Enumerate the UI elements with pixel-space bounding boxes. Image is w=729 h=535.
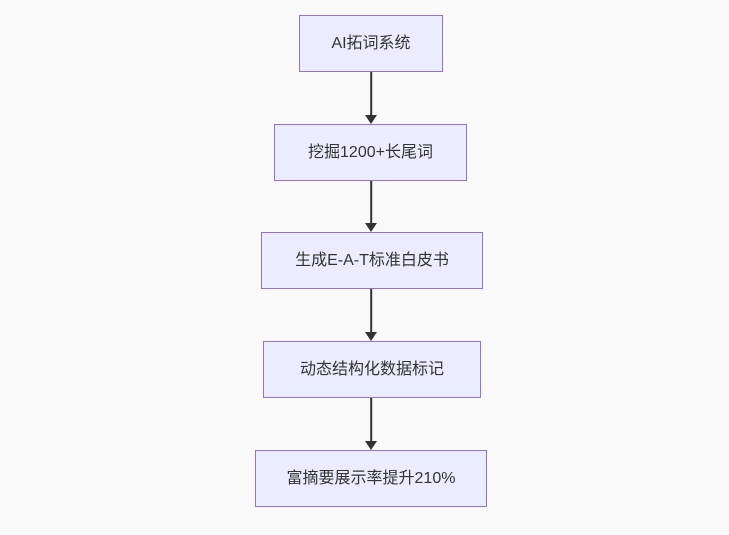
edge-arrow-3 <box>364 289 378 341</box>
arrow-down-icon <box>365 115 377 124</box>
edge-line <box>370 72 372 117</box>
node-label: 动态结构化数据标记 <box>299 360 444 378</box>
arrow-down-icon <box>365 332 377 341</box>
flow-node-longtail-mining: 挖掘1200+长尾词 <box>274 124 467 181</box>
flow-node-structured-data-markup: 动态结构化数据标记 <box>263 341 481 398</box>
edge-line <box>370 289 372 334</box>
edge-arrow-1 <box>364 72 378 124</box>
flow-node-eat-whitepaper: 生成E-A-T标准白皮书 <box>261 232 483 289</box>
flow-node-rich-snippet-result: 富摘要展示率提升210% <box>255 450 487 507</box>
node-label: 挖掘1200+长尾词 <box>308 143 433 161</box>
arrow-down-icon <box>365 223 377 232</box>
node-label: AI拓词系统 <box>331 34 411 52</box>
arrow-down-icon <box>365 441 377 450</box>
flow-node-ai-expansion-system: AI拓词系统 <box>299 15 443 72</box>
edge-line <box>370 181 372 225</box>
edge-line <box>370 398 372 443</box>
edge-arrow-2 <box>364 181 378 232</box>
node-label: 生成E-A-T标准白皮书 <box>295 251 449 269</box>
edge-arrow-4 <box>364 398 378 450</box>
node-label: 富摘要展示率提升210% <box>286 469 456 487</box>
